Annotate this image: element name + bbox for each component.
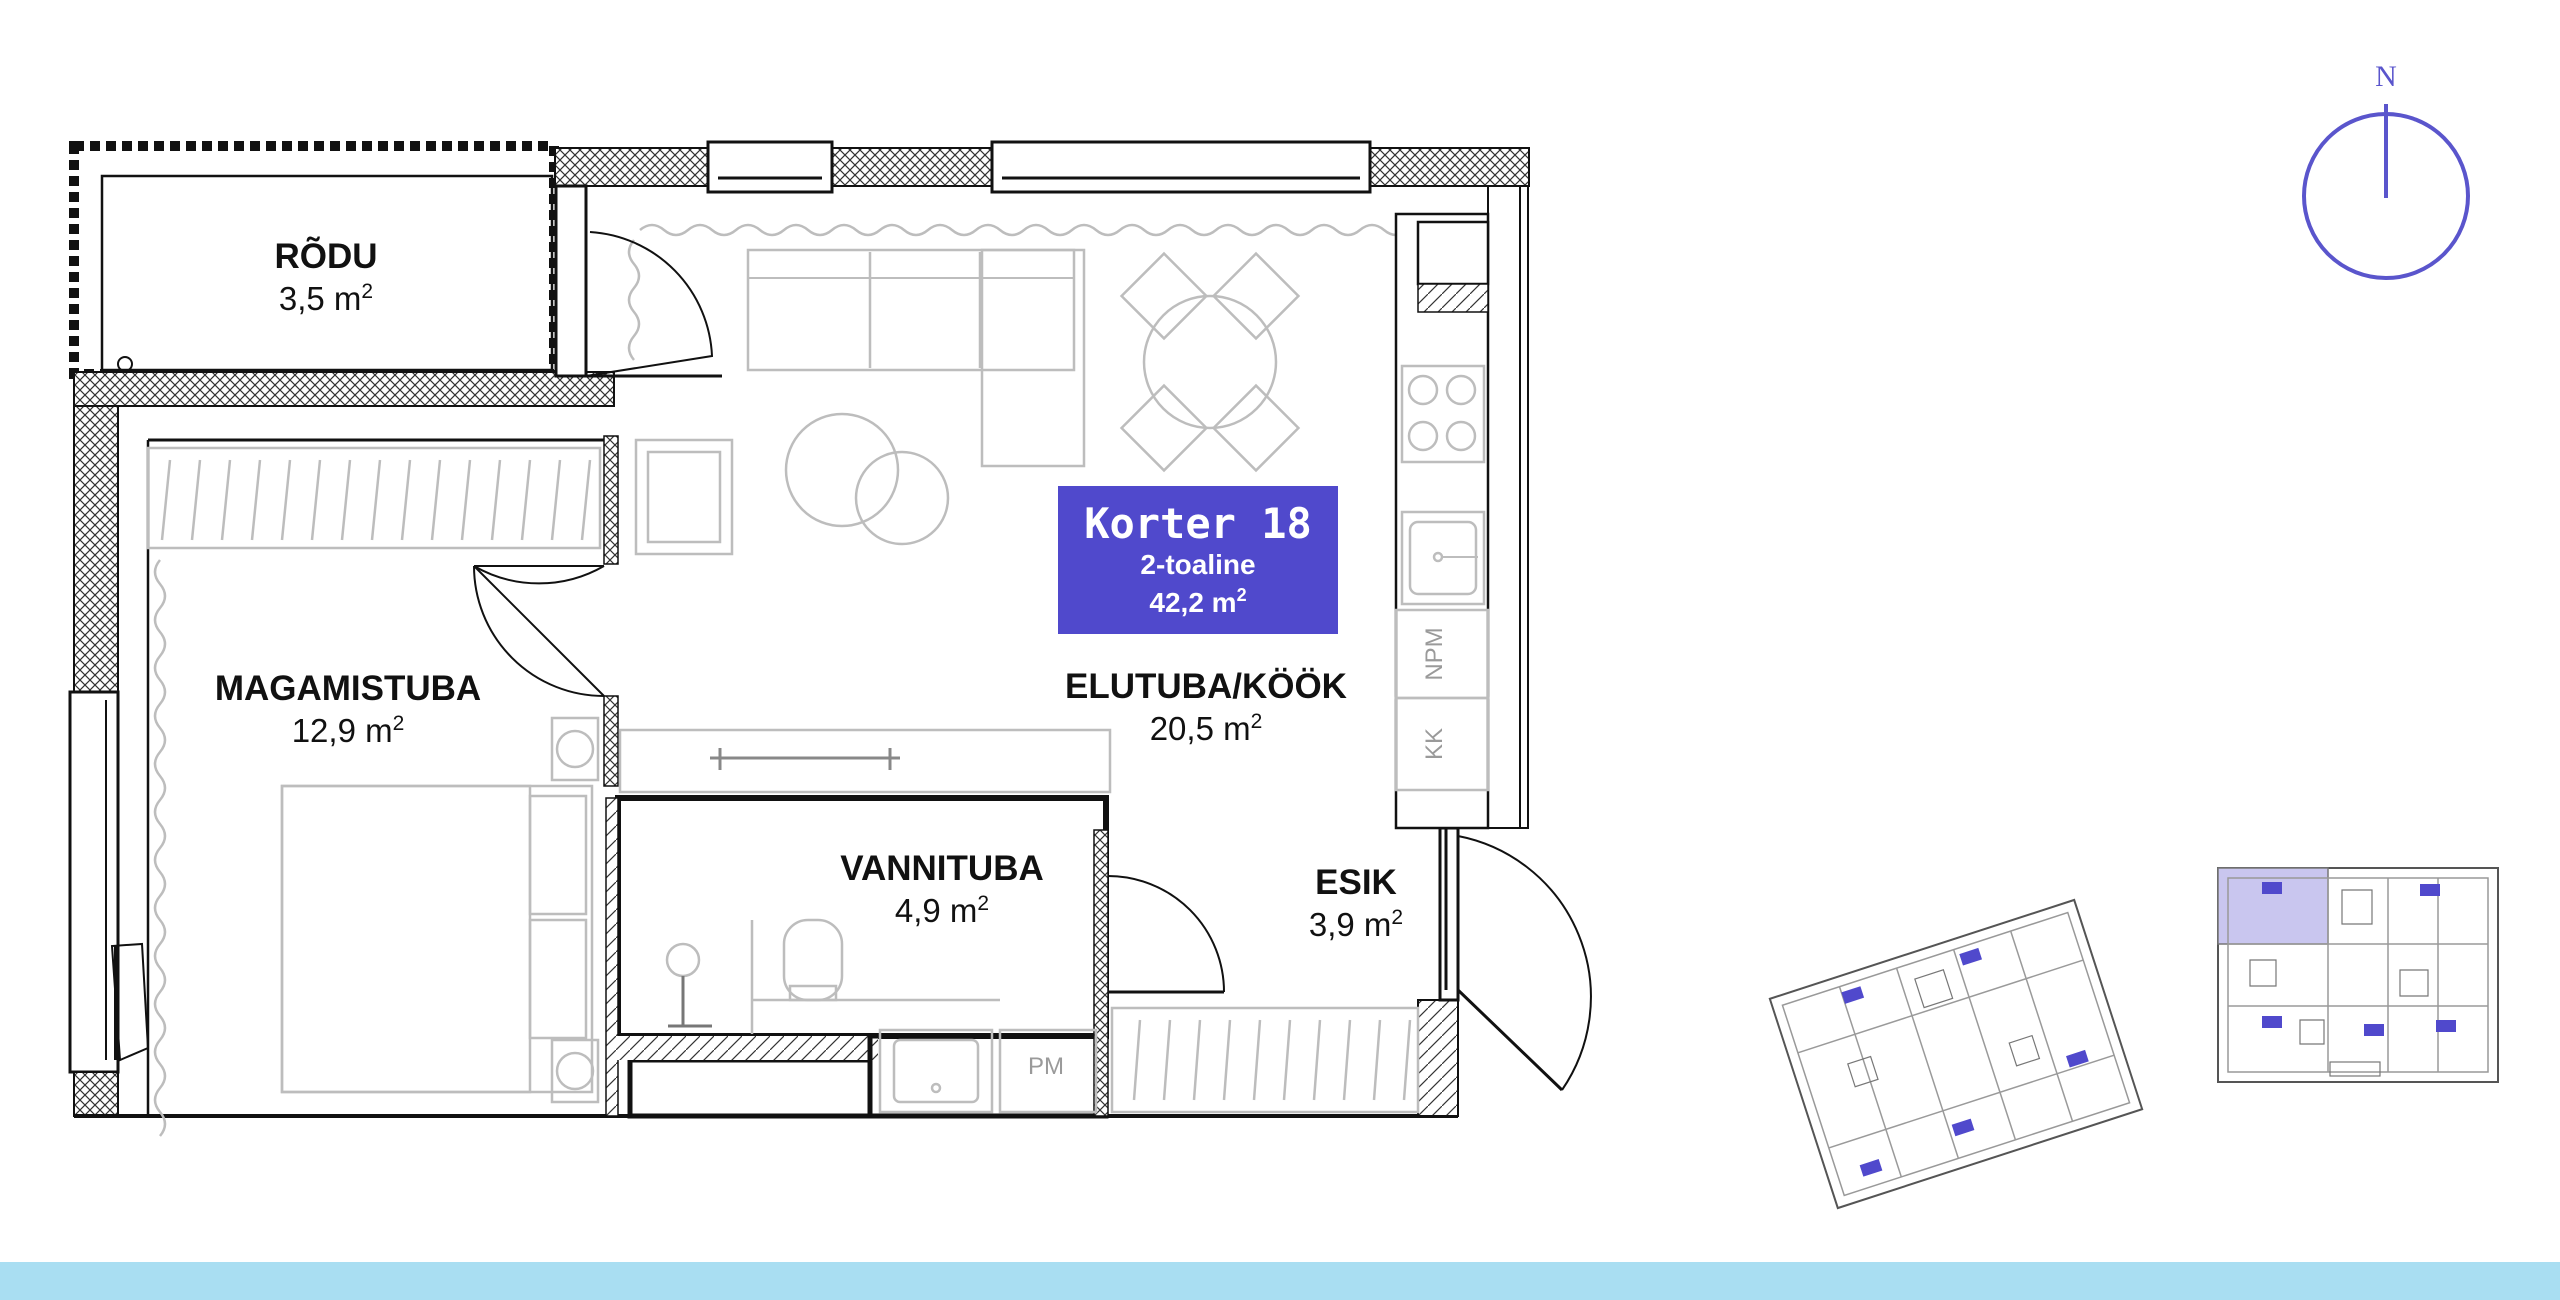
npm-tag: NPM [1421,627,1448,680]
kitchen [1394,212,1490,830]
compass-north-letter: N [2375,60,2397,93]
apartment-title: Korter 18 [1084,499,1312,548]
kk-label: KK [1421,728,1448,760]
kk-tag: KK [1421,728,1448,760]
room-bathroom-label: VANNITUBA 4,9 m2 [840,849,1044,929]
apartment-badge: Korter 18 2-toaline 42,2 m2 [1058,486,1338,634]
room-name-living-kitchen: ELUTUBA/KÖÖK [1065,667,1347,706]
tv-bench [618,728,1112,794]
building-keyplan-rotated [1768,898,2144,1210]
apartment-type: 2-toaline [1140,549,1255,580]
apartment-area: 42,2 m2 [1149,585,1246,618]
north-compass-icon: N [2302,60,2470,280]
npm-label: NPM [1421,627,1448,680]
footer-band [0,1262,2560,1300]
hallway-wardrobe [1110,1006,1420,1114]
building-keyplan [2217,867,2499,1083]
room-name-hall: ESIK [1315,863,1397,902]
coffee-tables [784,412,950,546]
room-living-label: ELUTUBA/KÖÖK 20,5 m2 [1065,667,1347,747]
room-area-living-kitchen: 20,5 m2 [1150,710,1263,747]
room-balcony-label: RÕDU 3,5 m2 [274,236,377,317]
room-bedroom-label: MAGAMISTUBA 12,9 m2 [215,669,481,749]
room-hall-label: ESIK 3,9 m2 [1309,863,1403,943]
double-bed [280,716,600,1104]
apartment-badge-background [1058,486,1338,634]
bathroom-fixtures [665,918,1098,1114]
armchair [634,438,734,556]
curtains [153,223,1433,1137]
sofa [746,248,1086,468]
doors [473,231,1592,1092]
room-area-balcony: 3,5 m2 [279,280,373,317]
bedroom-wardrobe [146,446,602,550]
pm-tag: PM [1028,1053,1064,1080]
room-area-bedroom: 12,9 m2 [292,712,405,749]
room-area-bathroom: 4,9 m2 [895,892,989,929]
bedroom-window [110,942,150,1062]
pm-label: PM [1028,1053,1064,1080]
balcony [69,141,615,407]
room-area-hall: 3,9 m2 [1309,906,1403,943]
dining-table [1119,251,1301,473]
room-name-balcony: RÕDU [274,236,377,276]
room-name-bathroom: VANNITUBA [840,849,1044,888]
room-name-bedroom: MAGAMISTUBA [215,669,481,708]
